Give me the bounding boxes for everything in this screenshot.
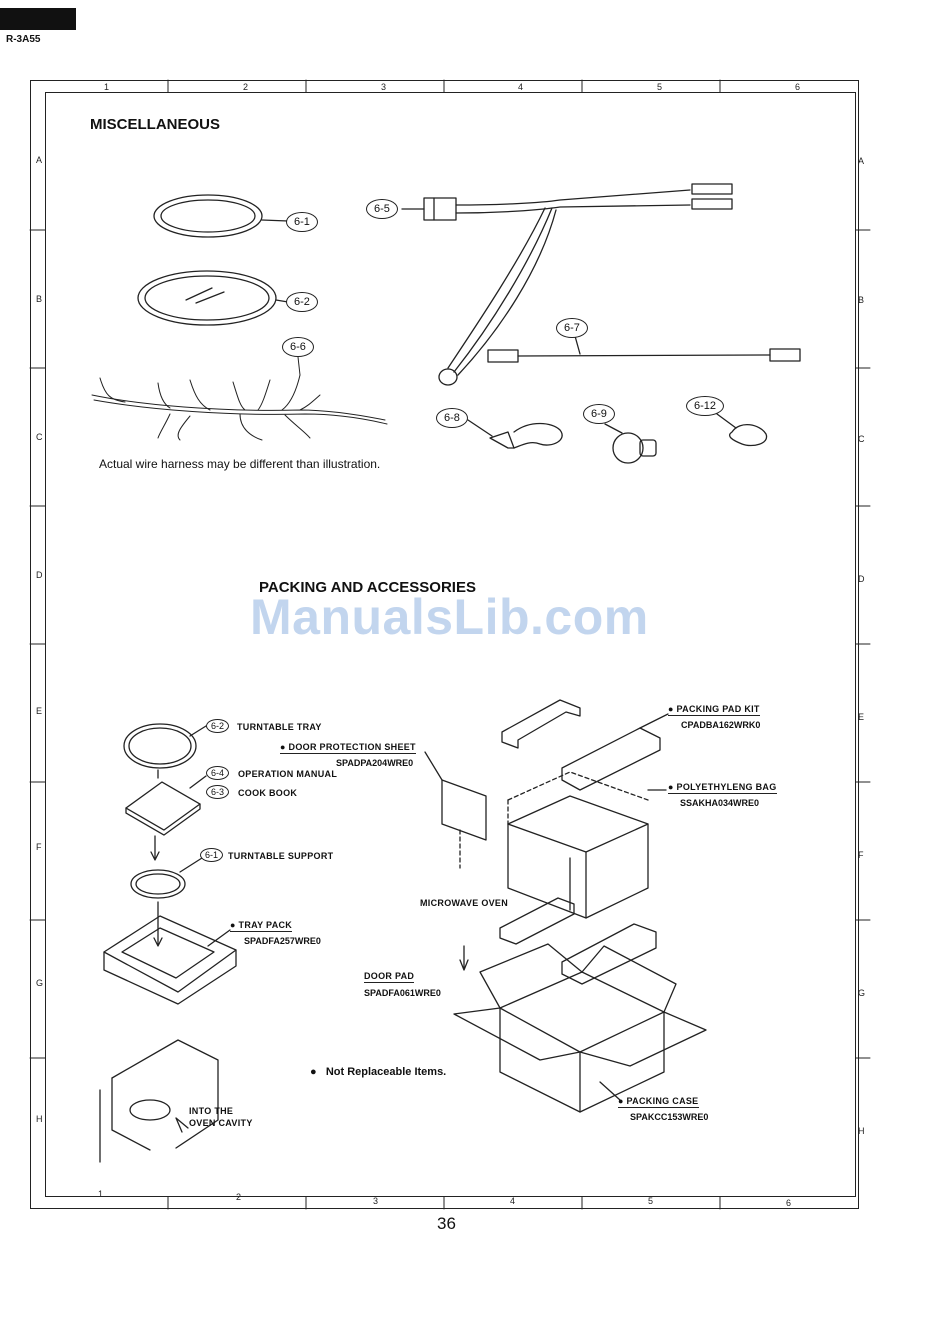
callout-6-12: 6-12 <box>686 396 725 416</box>
callout-6-9: 6-9 <box>583 404 615 424</box>
label-into-the: INTO THE <box>189 1106 234 1116</box>
grid-row-left-d: D <box>36 570 43 580</box>
lead-wire <box>487 335 801 363</box>
grid-row-right-f: F <box>858 850 864 860</box>
connector-harness <box>401 183 733 386</box>
callout-6-1: 6-1 <box>286 212 318 232</box>
small-clip <box>716 413 768 447</box>
label-door-protection-sheet: ● DOOR PROTECTION SHEET <box>280 742 416 754</box>
grid-row-left-c: C <box>36 432 43 442</box>
inner-frame <box>45 92 856 1197</box>
callout-operation-manual: 6-4 <box>206 766 230 780</box>
packing-oven-box <box>507 771 667 919</box>
wire-clip <box>467 419 563 449</box>
label-cook-book: COOK BOOK <box>238 788 298 798</box>
code-packing-case: SPAKCC153WRE0 <box>630 1112 709 1122</box>
grid-row-left-f: F <box>36 842 42 852</box>
wire-harness <box>91 356 388 441</box>
packing-turntable-tray <box>123 723 207 769</box>
callout-turntable-tray: 6-2 <box>206 719 230 733</box>
grid-row-left-g: G <box>36 978 44 988</box>
model-bar <box>0 8 76 30</box>
grid-col-bottom-3: 3 <box>373 1196 379 1206</box>
callout-cook-book: 6-3 <box>206 785 230 799</box>
callout-6-6: 6-6 <box>282 337 314 357</box>
packing-door-sheet <box>424 751 487 869</box>
code-door-protection: SPADPA204WRE0 <box>336 758 414 768</box>
label-oven-cavity: OVEN CAVITY <box>189 1118 253 1128</box>
packing-arrows <box>150 769 163 947</box>
packing-case-text: PACKING CASE <box>626 1096 699 1106</box>
callout-6-8: 6-8 <box>436 408 468 428</box>
model-number: R-3A55 <box>6 34 41 45</box>
wire-harness-note: Actual wire harness may be different tha… <box>99 457 381 471</box>
grid-row-left-b: B <box>36 294 43 304</box>
grid-col-top-4: 4 <box>518 82 524 92</box>
packing-case-box <box>453 943 707 1113</box>
turntable-tray <box>137 270 289 326</box>
grid-col-bottom-5: 5 <box>648 1196 654 1206</box>
grid-col-top-2: 2 <box>243 82 249 92</box>
turntable-support-ring <box>153 194 289 238</box>
packing-title: PACKING AND ACCESSORIES <box>259 579 476 596</box>
page-number: 36 <box>437 1214 456 1233</box>
grid-col-bottom-4: 4 <box>510 1196 516 1206</box>
packing-tray-pack <box>103 915 237 1005</box>
grid-col-top-3: 3 <box>381 82 387 92</box>
code-packing-pad: CPADBA162WRK0 <box>681 720 761 730</box>
callout-6-7: 6-7 <box>556 318 588 338</box>
code-door-pad: SPADFA061WRE0 <box>364 988 441 998</box>
grid-row-right-g: G <box>858 988 866 998</box>
grid-col-top-1: 1 <box>104 82 110 92</box>
grid-row-right-c: C <box>858 434 865 444</box>
packing-pad-text: PACKING PAD KIT <box>676 704 760 714</box>
oven-lamp <box>604 423 657 464</box>
misc-title: MISCELLANEOUS <box>90 116 221 133</box>
grid-row-right-d: D <box>858 574 865 584</box>
door-protection-text: DOOR PROTECTION SHEET <box>288 742 416 752</box>
grid-row-right-a: A <box>858 156 865 166</box>
grid-row-right-b: B <box>858 295 865 305</box>
label-door-pad: DOOR PAD <box>364 971 415 983</box>
label-tray-pack: ● TRAY PACK <box>230 920 293 932</box>
grid-ticks <box>29 79 871 1210</box>
callout-turntable-support: 6-1 <box>200 848 224 862</box>
packing-turntable-support <box>130 857 203 899</box>
label-turntable-support: TURNTABLE SUPPORT <box>228 851 334 861</box>
grid-row-left-a: A <box>36 155 43 165</box>
callout-6-5: 6-5 <box>366 199 398 219</box>
label-packing-case: ● PACKING CASE <box>618 1096 699 1108</box>
code-poly-bag: SSAKHA034WRE0 <box>680 798 760 808</box>
label-turntable-tray: TURNTABLE TRAY <box>237 722 322 732</box>
label-operation-manual: OPERATION MANUAL <box>238 769 338 779</box>
grid-row-left-h: H <box>36 1114 43 1124</box>
watermark: ManualsLib.com <box>250 589 649 645</box>
packing-pad-top <box>501 699 669 791</box>
code-tray-pack: SPADFA257WRE0 <box>244 936 321 946</box>
grid-col-top-5: 5 <box>657 82 663 92</box>
grid-row-right-e: E <box>858 712 865 722</box>
poly-bag-text: POLYETHYLENG BAG <box>676 782 777 792</box>
packing-manual-book <box>125 775 207 836</box>
grid-row-right-h: H <box>858 1126 865 1136</box>
label-poly-bag: ● POLYETHYLENG BAG <box>668 782 777 794</box>
grid-col-top-6: 6 <box>795 82 801 92</box>
packing-oven-cavity <box>99 1039 219 1163</box>
not-replaceable-note: ● Not Replaceable Items. <box>310 1066 447 1078</box>
packing-pad-bottom <box>459 897 657 985</box>
label-microwave-oven: MICROWAVE OVEN <box>420 898 509 908</box>
label-packing-pad-kit: ● PACKING PAD KIT <box>668 704 760 716</box>
grid-col-bottom-1: 1 <box>98 1189 104 1199</box>
not-replaceable-text: Not Replaceable Items. <box>325 1066 447 1078</box>
grid-col-bottom-2: 2 <box>236 1192 242 1202</box>
tray-pack-text: TRAY PACK <box>238 920 293 930</box>
grid-row-left-e: E <box>36 706 43 716</box>
callout-6-2: 6-2 <box>286 292 318 312</box>
grid-col-bottom-6: 6 <box>786 1198 792 1208</box>
